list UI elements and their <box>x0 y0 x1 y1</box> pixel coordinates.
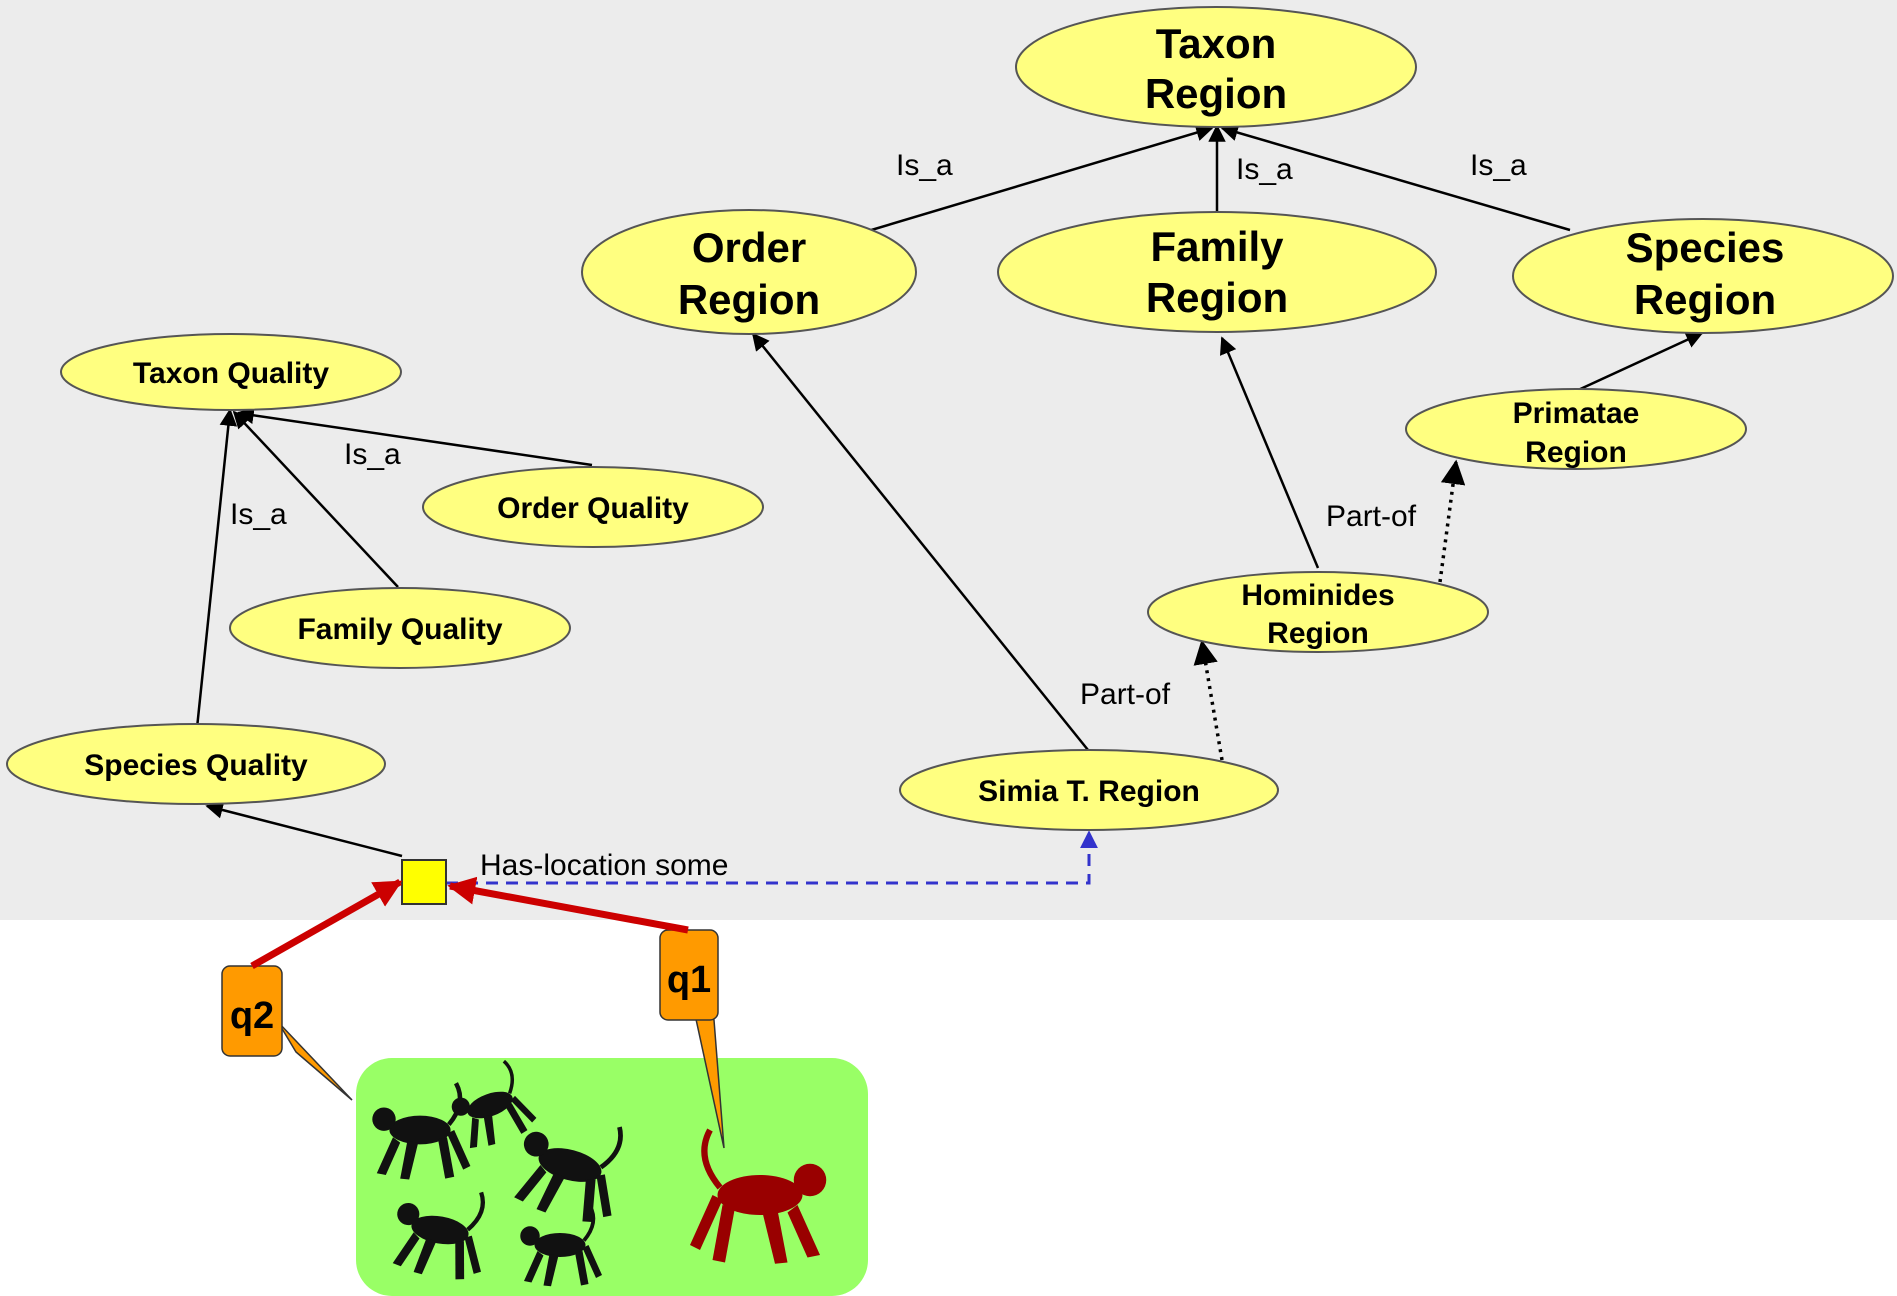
node-family-quality: Family Quality <box>229 587 571 669</box>
label-is-a-quality-species: Is_a <box>230 498 287 531</box>
specimen-square <box>401 859 447 905</box>
arrow-q2-to-specimen <box>250 878 403 970</box>
label-is-a-quality-order: Is_a <box>344 438 401 471</box>
node-species-quality: Species Quality <box>6 723 386 805</box>
node-species-quality-label: Species Quality <box>84 749 308 782</box>
label-has-location: Has-location some <box>480 849 728 882</box>
node-primatae-region-line1: Primatae <box>1513 397 1640 430</box>
node-species-region: Species Region <box>1512 218 1894 334</box>
node-order-region-line1: Order <box>692 224 806 271</box>
node-family-quality-label: Family Quality <box>297 613 502 646</box>
node-taxon-region-line2: Region <box>1145 70 1287 117</box>
node-order-quality-label: Order Quality <box>497 492 689 525</box>
node-hominides-region-line1: Hominides <box>1241 579 1394 612</box>
node-primatae-region: Primatae Region <box>1405 388 1747 470</box>
label-part-of-hominides: Part-of <box>1326 500 1417 533</box>
node-family-region-line2: Region <box>1146 274 1288 321</box>
node-simia-region-label: Simia T. Region <box>978 775 1200 808</box>
arrow-q1-to-specimen <box>447 876 689 934</box>
node-simia-region: Simia T. Region <box>899 749 1279 831</box>
node-species-region-line2: Region <box>1634 276 1776 323</box>
node-primatae-region-line2: Region <box>1525 436 1627 469</box>
callout-q2-label: q2 <box>230 995 274 1037</box>
edge-species-to-taxon <box>1220 124 1571 232</box>
node-order-quality: Order Quality <box>422 466 764 548</box>
label-is-a-order: Is_a <box>896 149 953 182</box>
edge-specimen-to-speciesq <box>205 801 403 858</box>
node-taxon-region-line1: Taxon <box>1156 20 1277 67</box>
label-is-a-family: Is_a <box>1236 153 1293 186</box>
callout-q1: q1 <box>659 929 725 1149</box>
edge-hominides-to-family <box>1219 336 1320 569</box>
edge-speciesq-to-taxonq <box>195 408 238 729</box>
node-family-region: Family Region <box>997 211 1437 333</box>
node-taxon-quality: Taxon Quality <box>60 333 402 411</box>
edge-order-to-taxon <box>867 124 1214 233</box>
node-taxon-region: Taxon Region <box>1015 6 1417 128</box>
node-hominides-region-line2: Region <box>1267 617 1369 650</box>
callout-q2: q2 <box>221 965 353 1101</box>
edge-simia-to-order <box>751 332 1089 751</box>
callout-q1-label: q1 <box>667 959 711 1001</box>
edge-orderq-to-taxonq <box>236 406 593 467</box>
node-species-region-line1: Species <box>1626 224 1785 271</box>
edge-familyq-to-taxonq <box>232 410 399 588</box>
node-family-region-line1: Family <box>1150 223 1284 270</box>
node-hominides-region: Hominides Region <box>1147 571 1489 653</box>
edge-primatae-to-species <box>1575 331 1704 393</box>
label-is-a-species: Is_a <box>1470 149 1527 182</box>
label-part-of-simia: Part-of <box>1080 678 1171 711</box>
node-taxon-quality-label: Taxon Quality <box>133 357 329 390</box>
edge-has-location <box>446 830 1098 885</box>
node-order-region: Order Region <box>581 209 917 335</box>
node-order-region-line2: Region <box>678 276 820 323</box>
monkey-group-box <box>356 1058 868 1296</box>
